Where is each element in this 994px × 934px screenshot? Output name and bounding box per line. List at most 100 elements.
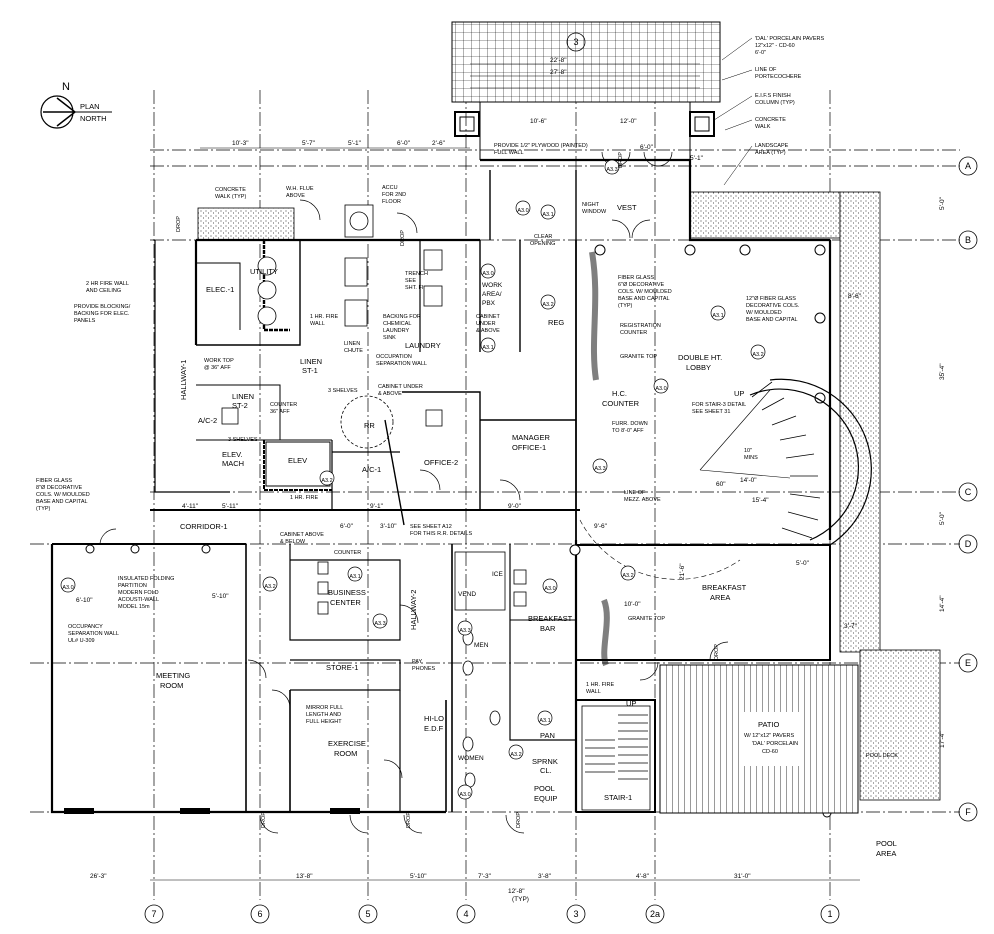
room-meeting-2: ROOM (160, 681, 183, 690)
water-heater-icon (257, 256, 277, 276)
dim-right-5-0-b: 5'-0" (939, 511, 946, 525)
note-cabinet2-2: UNDER (476, 321, 496, 327)
note-mins-2: MINS (744, 455, 758, 461)
section-tag: A3.3 (372, 613, 388, 629)
notes-top-right: 'DAL' PORCELAIN PAVERS 12"x12" - CD-60 6… (713, 36, 824, 186)
dim-5-11: 5'-11" (222, 503, 239, 510)
note-backing-1: BACKING FOR (383, 314, 421, 320)
note-work-top-1: WORK TOP (204, 358, 234, 364)
room-breakfast-bar-2: BAR (540, 624, 556, 633)
dryer-icon (344, 257, 368, 287)
note-backing-4: SINK (383, 335, 396, 341)
note-counter36-2: 36" AFF (270, 409, 290, 415)
room-pan: PAN (540, 731, 555, 740)
room-exercise-1: EXERCISE (328, 739, 366, 748)
landscape-areas (197, 191, 941, 801)
note-insulated-5: MODEL 15m (118, 604, 150, 610)
note-occupation-1: OCCUPATION (376, 354, 412, 360)
note-occupation-2: SEPARATION WALL (376, 361, 427, 367)
annotations: CONCRETE WALK (TYP) W.H. FLUE ABOVE ACCU… (36, 143, 800, 725)
grid-label-a: A (965, 161, 971, 171)
detail-bubble-3: 3 (573, 37, 578, 47)
grid-label-b: B (965, 235, 971, 245)
column-icon (130, 544, 140, 554)
note-trench-3: SHT. FI (405, 285, 424, 291)
room-pool-equip-1: POOL (534, 784, 555, 793)
note-eifs-2: COLUMN (TYP) (755, 100, 795, 106)
note-concrete-walk-2: WALK (TYP) (215, 194, 246, 200)
section-tag: A3.1 (710, 305, 726, 321)
svg-text:A3.0: A3.0 (655, 386, 666, 392)
note-fiber12-1: 12"Ø FIBER GLASS (746, 296, 796, 302)
column-icon (739, 244, 751, 256)
section-tag: A3.0 (515, 200, 531, 216)
lobby-stair-up-label: UP (734, 389, 744, 398)
note-wh-flue-1: W.H. FLUE (286, 186, 314, 192)
note-insulated-2: PARTITION (118, 583, 147, 589)
room-ice: ICE (492, 571, 504, 578)
note-blocking-3: PANELS (74, 318, 96, 324)
porte-cochere-pavers: 3 22'-8" 27'-8" 10'-6" 12'-0" (451, 21, 721, 160)
note-fiber12-3: W/ MOULDED (746, 310, 782, 316)
note-mirror-1: MIRROR FULL (306, 705, 343, 711)
toilet-icon (489, 710, 501, 726)
note-walk-2: WALK (755, 124, 771, 130)
note-fiber8-4: BASE AND CAPITAL (36, 499, 88, 505)
grid-label-2a: 2a (650, 909, 660, 919)
dim-60-deg: 60" (716, 481, 726, 488)
dim-6-0-b: 6'-0" (640, 144, 654, 151)
note-linen-chute-1: LINEN (344, 341, 360, 347)
dim-top-12-0: 12'-0" (620, 118, 637, 125)
note-fiber-glass-5: (TYP) (618, 303, 633, 309)
stair-1 (581, 705, 651, 811)
stair-icon (454, 551, 506, 611)
drop-label: DROP (406, 812, 412, 828)
dim-top-10-6: 10'-6" (530, 118, 547, 125)
note-shelves-2: 3 SHELVES (228, 437, 258, 443)
room-hilo-2: E.D.F (424, 724, 444, 733)
room-laundry: LAUNDRY (405, 341, 441, 350)
room-corridor1: CORRIDOR-1 (180, 522, 228, 531)
note-fiber-glass-2: 6"Ø DECORATIVE (618, 282, 664, 288)
note-cabinet-above-1: CABINET ABOVE (280, 532, 324, 538)
dim-15-4: 15'-4" (752, 497, 769, 504)
room-linen-st1-1: LINEN (300, 357, 322, 366)
note-reg-counter-1: REGISTRATION (620, 323, 661, 329)
note-landscape-1: LANDSCAPE (755, 143, 789, 149)
stair-up-label: UP (626, 699, 636, 708)
dims-top: 10'-3" 5'-7" 5'-1" 6'-0" 2'-6" 6'-0" 5'-… (200, 140, 704, 162)
room-patio-1: PATIO (758, 720, 780, 729)
drop-label: DROP (516, 812, 522, 828)
svg-text:A3.3: A3.3 (459, 628, 470, 634)
dim-right-8-6: 8'-6" (848, 293, 862, 300)
room-pool-deck: POOL DECK (866, 753, 898, 759)
note-fiber-glass-1: FIBER GLASS (618, 275, 654, 281)
dim-5-0-mid: 5'-0" (796, 560, 810, 567)
water-heater-icon (257, 280, 277, 300)
svg-text:A3.2: A3.2 (622, 573, 633, 579)
svg-text:A3.2: A3.2 (264, 584, 275, 590)
section-tag: A3.2 (262, 576, 278, 592)
note-insulated-1: INSULATED FOLDING (118, 576, 174, 582)
note-eifs-1: E.I.F.S FINISH (755, 93, 791, 99)
room-elev-mach-2: MACH (222, 459, 244, 468)
turning-circle-icon (340, 395, 394, 449)
note-furr-2: TO 8'-0" AFF (612, 428, 644, 434)
patio (659, 664, 859, 814)
section-tag: A3.0 (457, 784, 473, 800)
note-insulated-3: MODERN FOLD (118, 590, 159, 596)
room-linen-st2-2: ST-2 (232, 401, 248, 410)
svg-text:A3.1: A3.1 (712, 313, 723, 319)
note-backing-2: CHEMICAL (383, 321, 411, 327)
exterior-windows (64, 808, 360, 814)
dim-3-7: 3'-7" (844, 623, 858, 630)
svg-text:A3.2: A3.2 (752, 352, 763, 358)
room-store1: STORE-1 (326, 663, 358, 672)
dim-9-6: 9'-6" (594, 523, 608, 530)
room-linen-st2-1: LINEN (232, 392, 254, 401)
north-n-label: N (62, 81, 70, 93)
dim-6-10: 6'-10" (76, 597, 93, 604)
room-hilo-1: HI-LO (424, 714, 444, 723)
toilet-icon (462, 736, 474, 752)
